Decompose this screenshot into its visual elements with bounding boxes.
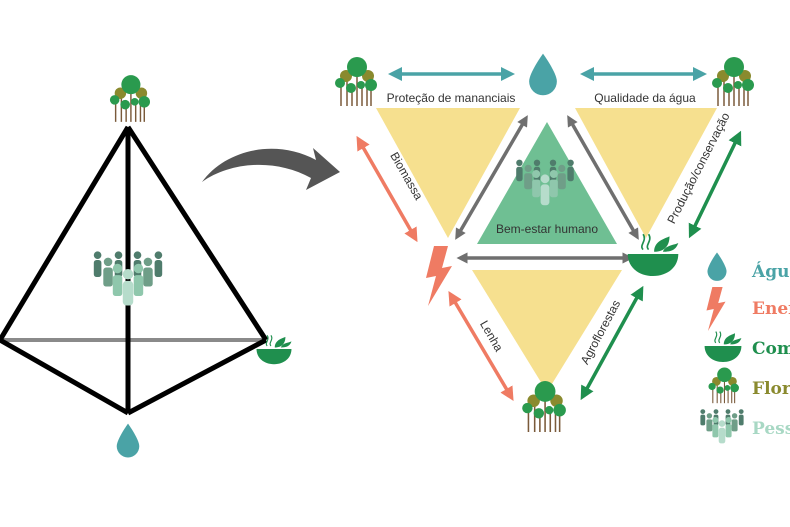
forest-icon [109,74,150,123]
forest-icon [521,380,566,432]
food-icon [703,331,743,362]
legend: Água Energia Comida Floresta Pessoas [700,252,790,444]
water-icon [116,423,140,458]
arrow-producao [688,130,742,239]
arrow-lenha [448,290,514,402]
center-label: Bem-estar humano [496,222,598,236]
arrow-agroflorestas [580,285,644,401]
tetrahedron-diagram [0,74,293,458]
legend-item-water: Água [707,252,790,282]
legend-label-people: Pessoas [752,419,790,439]
water-icon [707,252,727,281]
legend-label-food: Comida [752,339,790,359]
energy-icon [706,287,726,331]
legend-label-energy: Energia [752,299,790,319]
food-icon [626,233,680,276]
energy-icon [426,246,452,306]
legend-item-food: Comida [703,331,790,362]
legend-item-energy: Energia [706,287,790,331]
arrow-biomassa [356,135,418,243]
gray-arrow-right [567,115,639,240]
curved-arrow-icon [202,148,340,190]
legend-item-forest: Floresta [707,366,790,404]
gray-arrow-left [455,115,528,240]
people-icon [700,409,744,444]
forest-icon [711,56,754,106]
legend-item-people: Pessoas [700,409,790,444]
forest-icon [334,56,377,106]
label-qualidade: Qualidade da água [594,91,696,105]
forest-icon [707,366,739,404]
legend-label-forest: Floresta [752,379,790,399]
water-icon [529,53,557,96]
legend-label-water: Água [751,261,790,282]
label-protecao: Proteção de mananciais [387,91,516,105]
tetrahedron-edges [0,125,269,416]
nexus-triangle-diagram: Bem-estar humano Proteção de mananciais … [334,53,754,432]
